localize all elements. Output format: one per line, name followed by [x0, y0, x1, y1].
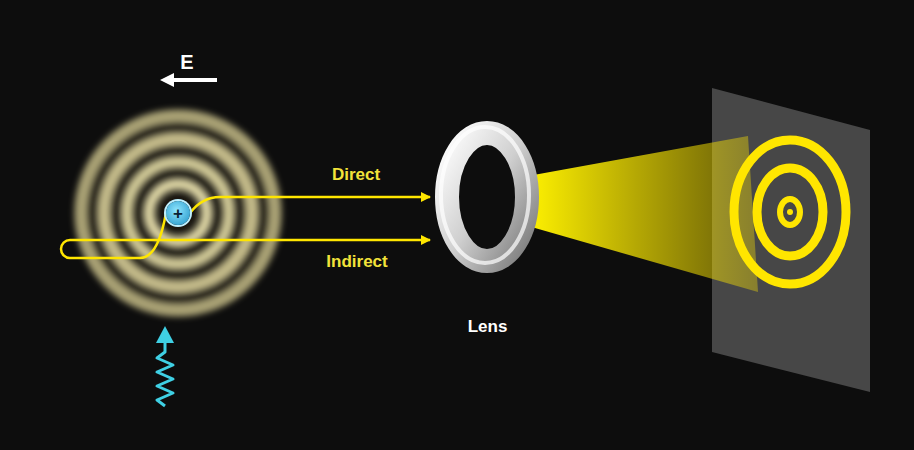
lens-label: Lens: [468, 317, 508, 337]
light-beam: [528, 136, 758, 292]
electron-wave-rings: [74, 109, 282, 317]
torus-lens: [430, 118, 545, 343]
nucleus: +: [166, 201, 190, 225]
torus-highlight: [441, 127, 529, 263]
charge-sign: +: [173, 205, 183, 222]
field-arrow: [160, 73, 217, 87]
photon-arrow: [156, 326, 174, 406]
path-label: Direct: [332, 165, 380, 185]
field-label: E: [180, 51, 193, 74]
signal-path: [61, 213, 430, 258]
signal-path: [190, 197, 430, 213]
detector-screen: [712, 88, 870, 392]
path-label: Indirect: [326, 252, 387, 272]
lens: Lens: [430, 118, 545, 343]
interference-pattern: [734, 140, 846, 284]
